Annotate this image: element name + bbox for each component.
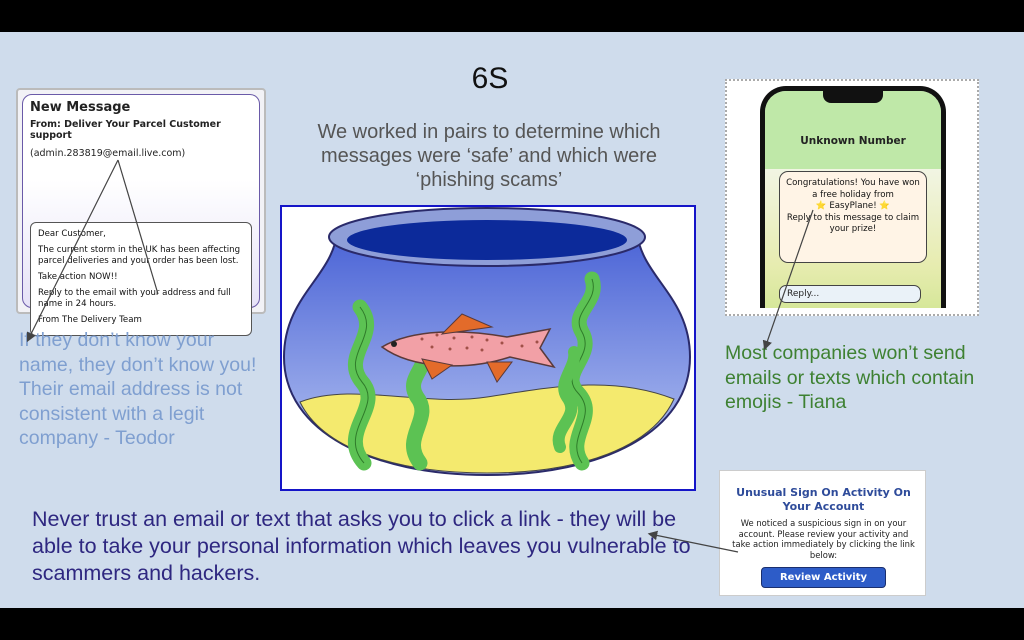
teodor-note-line: If they don’t know your name, they don’t… xyxy=(19,329,257,376)
email-from: From: Deliver Your Parcel Customer suppo… xyxy=(30,119,221,141)
email-body-line: Reply to the email with your address and… xyxy=(38,288,231,309)
tiana-note: Most companies won’t send emails or text… xyxy=(725,342,975,413)
email-body: Dear Customer, The current storm in the … xyxy=(30,222,252,336)
slide-subtitle: We worked in pairs to determine which me… xyxy=(317,121,661,191)
signon-title: Unusual Sign On Activity On Your Account xyxy=(736,486,911,513)
phone-header-bg xyxy=(765,91,941,169)
phone-notch xyxy=(823,91,883,103)
slide: 6S We worked in pairs to determine which… xyxy=(0,32,1024,608)
email-address: (admin.283819@email.live.com) xyxy=(30,148,186,159)
reply-input: Reply... xyxy=(779,285,921,303)
email-body-line: Take action NOW!! xyxy=(38,272,118,282)
slide-title: 6S xyxy=(471,62,509,95)
teodor-note: If they don’t know your name, they don’t… xyxy=(19,328,269,451)
message-text: Congratulations! You have won a free hol… xyxy=(786,178,920,200)
phone-contact-name: Unknown Number xyxy=(800,135,906,147)
email-body-line: Dear Customer, xyxy=(38,229,106,239)
email-body-line: From The Delivery Team xyxy=(38,315,142,325)
email-example: New Message From: Deliver Your Parcel Cu… xyxy=(16,88,266,336)
star-icon: ⭐ xyxy=(879,201,891,211)
message-bubble: Congratulations! You have won a free hol… xyxy=(779,171,927,263)
email-body-line: The current storm in the UK has been aff… xyxy=(38,245,241,266)
email-title: New Message xyxy=(30,100,131,115)
fishbowl-illustration xyxy=(280,205,696,491)
summary-text: Never trust an email or text that asks y… xyxy=(32,507,691,585)
fishbowl-svg xyxy=(282,207,692,477)
brand-name: EasyPlane! xyxy=(829,201,877,211)
signon-body: We noticed a suspicious sign in on your … xyxy=(732,518,915,560)
star-icon: ⭐ xyxy=(815,201,827,211)
teodor-note-line: Their email address is not consistent wi… xyxy=(19,378,243,449)
phone-mockup: Unknown Number Congratulations! You have… xyxy=(760,86,946,308)
review-activity-button[interactable]: Review Activity xyxy=(761,567,886,588)
email-header: New Message From: Deliver Your Parcel Cu… xyxy=(30,100,250,159)
message-text: Reply to this message to claim your priz… xyxy=(786,212,920,235)
signon-alert-example: Unusual Sign On Activity On Your Account… xyxy=(719,470,926,596)
